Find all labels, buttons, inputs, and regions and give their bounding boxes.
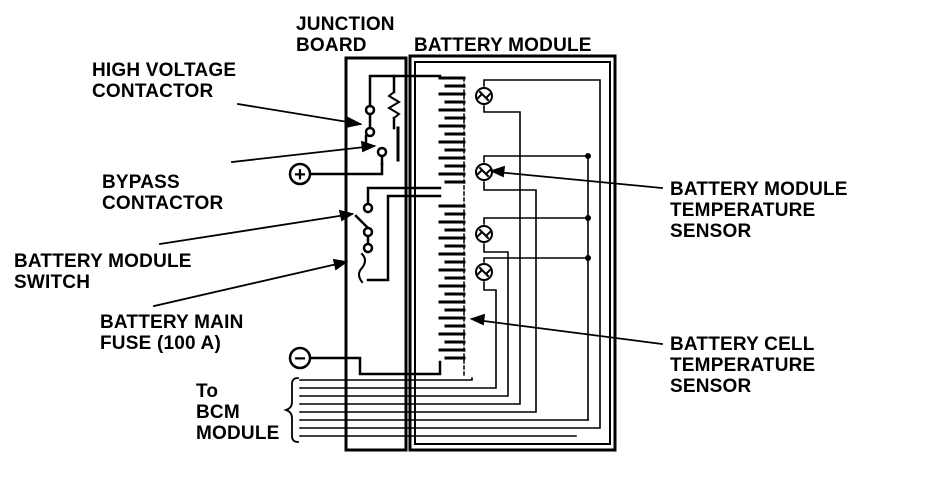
battery-module-temp-sensor-label: BATTERY MODULE TEMPERATURE SENSOR bbox=[670, 179, 848, 242]
battery-main-fuse-label: BATTERY MAIN FUSE (100 A) bbox=[100, 312, 244, 354]
battery-module-header-text: BATTERY MODULE bbox=[414, 35, 592, 56]
sensor-junction-dots bbox=[585, 153, 591, 261]
battery-main-fuse-line1: BATTERY MAIN bbox=[100, 312, 244, 333]
cell-temp-sensor-line3: SENSOR bbox=[670, 376, 752, 397]
to-bcm-module-label: To BCM MODULE bbox=[196, 381, 280, 444]
module-temp-sensor-line1: BATTERY MODULE bbox=[670, 179, 848, 200]
high-voltage-contactor-circuit bbox=[344, 74, 442, 176]
negative-terminal-symbol bbox=[288, 346, 312, 370]
junction-board-label-line2: BOARD bbox=[296, 35, 367, 56]
module-temp-sensor-line2: TEMPERATURE bbox=[670, 200, 816, 221]
bypass-contactor-line1: BYPASS bbox=[102, 172, 180, 193]
junction-board-label-line1: JUNCTION bbox=[296, 14, 395, 35]
module-switch-fuse-circuit bbox=[354, 186, 442, 284]
battery-module-inner-outline bbox=[414, 61, 611, 445]
negative-lead bbox=[310, 356, 442, 376]
positive-terminal-symbol bbox=[288, 162, 312, 186]
high-voltage-contactor-line1: HIGH VOLTAGE bbox=[92, 60, 237, 81]
battery-main-fuse-line2: FUSE (100 A) bbox=[100, 333, 222, 354]
negative-terminal-glyph: − bbox=[294, 348, 306, 370]
bypass-contactor-label: BYPASS CONTACTOR bbox=[102, 172, 223, 214]
battery-module-switch-line2: SWITCH bbox=[14, 272, 91, 293]
sensor-wiring bbox=[299, 79, 601, 437]
battery-module-header-label: BATTERY MODULE bbox=[414, 35, 592, 56]
battery-module-switch-line1: BATTERY MODULE bbox=[14, 251, 192, 272]
upper-cell-stack bbox=[438, 76, 466, 184]
battery-module-outer-outline bbox=[408, 54, 617, 452]
leader-lines bbox=[152, 102, 664, 346]
bcm-brace bbox=[283, 377, 299, 443]
junction-board-outline bbox=[344, 56, 408, 452]
to-bcm-line1: To bbox=[196, 381, 219, 402]
battery-module-switch-label: BATTERY MODULE SWITCH bbox=[14, 251, 192, 293]
module-temp-sensor-line3: SENSOR bbox=[670, 221, 752, 242]
positive-terminal-glyph: + bbox=[294, 164, 306, 186]
module-temp-sensors bbox=[475, 87, 493, 281]
lower-cell-stack bbox=[438, 204, 466, 360]
to-bcm-line2: BCM bbox=[196, 402, 240, 423]
high-voltage-contactor-label: HIGH VOLTAGE CONTACTOR bbox=[92, 60, 236, 102]
to-bcm-line3: MODULE bbox=[196, 423, 280, 444]
bypass-contactor-line2: CONTACTOR bbox=[102, 193, 224, 214]
junction-board-label: JUNCTION BOARD bbox=[296, 14, 395, 56]
battery-cell-temp-sensor-label: BATTERY CELL TEMPERATURE SENSOR bbox=[670, 334, 815, 397]
cell-temp-sensor-line1: BATTERY CELL bbox=[670, 334, 815, 355]
high-voltage-contactor-line2: CONTACTOR bbox=[92, 81, 214, 102]
cell-temp-sensor-line2: TEMPERATURE bbox=[670, 355, 816, 376]
